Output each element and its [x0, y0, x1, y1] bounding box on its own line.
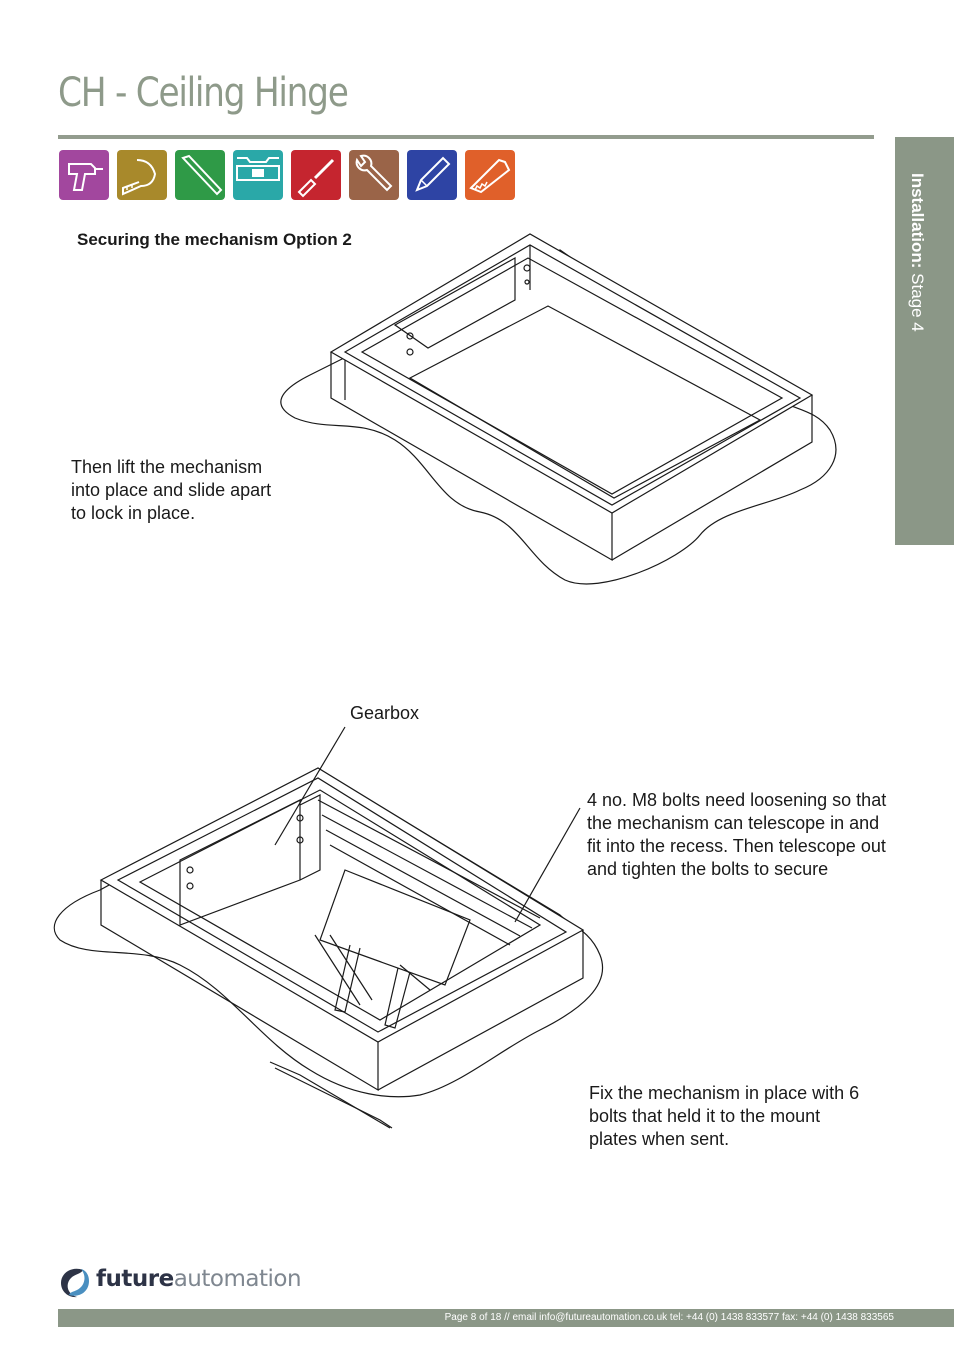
- section-tab: Installation: Stage 4: [895, 137, 954, 545]
- logo-word-automation: automation: [173, 1266, 302, 1292]
- footer-bar: Page 8 of 18 // email info@futureautomat…: [58, 1309, 954, 1327]
- company-logo: futureautomation: [57, 1263, 302, 1301]
- section-tab-label: Installation: Stage 4: [907, 173, 927, 332]
- header-rule: [58, 135, 874, 139]
- allen-key-icon: [175, 150, 225, 200]
- logo-wordmark: futureautomation: [96, 1266, 302, 1292]
- fix-mechanism-text: Fix the mechanism in place with 6 bolts …: [589, 1083, 860, 1149]
- saw-icon: [465, 150, 515, 200]
- gearbox-label: Gearbox: [350, 703, 420, 723]
- section-tab-label-bold: Installation:: [908, 173, 927, 269]
- mechanism-install-illustration: [53, 726, 603, 1129]
- logo-swirl-icon: [61, 1268, 89, 1298]
- tape-measure-icon: [117, 150, 167, 200]
- step-lift-text: Then lift the mechanism into place and s…: [71, 457, 272, 523]
- footer-contact-info: Page 8 of 18 // email info@futureautomat…: [444, 1312, 894, 1323]
- page-title: CH - Ceiling Hinge: [58, 70, 349, 116]
- spanner-icon: [349, 150, 399, 200]
- screwdriver-icon: [291, 150, 341, 200]
- spirit-level-icon: [233, 150, 283, 200]
- logo-word-future: future: [96, 1266, 174, 1292]
- section-tab-label-stage: Stage 4: [908, 268, 927, 332]
- drill-icon: [59, 150, 109, 200]
- bolts-instruction-text: 4 no. M8 bolts need loosening so that th…: [587, 790, 887, 879]
- pencil-icon: [407, 150, 457, 200]
- section-heading: Securing the mechanism Option 2: [77, 230, 352, 249]
- recess-frame-illustration: [280, 233, 837, 585]
